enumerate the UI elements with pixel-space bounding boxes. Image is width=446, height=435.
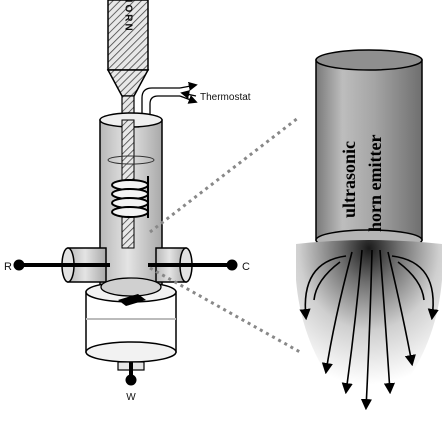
zoom-connector-lines: [149, 116, 301, 354]
emitter-label-line2: horn emitter: [365, 135, 385, 232]
emitter-cylinder: [315, 49, 423, 251]
thermostat-label: Thermostat: [200, 92, 251, 103]
emitter-label-line1: ultrasonic: [339, 141, 359, 218]
electrode-w-label: W: [126, 392, 136, 403]
heating-coil: [111, 176, 149, 218]
cell-base: [85, 277, 177, 371]
electrode-r-label: R: [4, 261, 12, 273]
electrode-c-label: C: [242, 261, 250, 273]
horn-label: HORN: [123, 0, 134, 33]
electrode-w: [125, 362, 137, 386]
thermostat-tubes: [141, 81, 198, 180]
acoustic-streamlines: [299, 249, 439, 411]
electrode-r: [13, 259, 110, 271]
electrode-c: [148, 259, 238, 271]
